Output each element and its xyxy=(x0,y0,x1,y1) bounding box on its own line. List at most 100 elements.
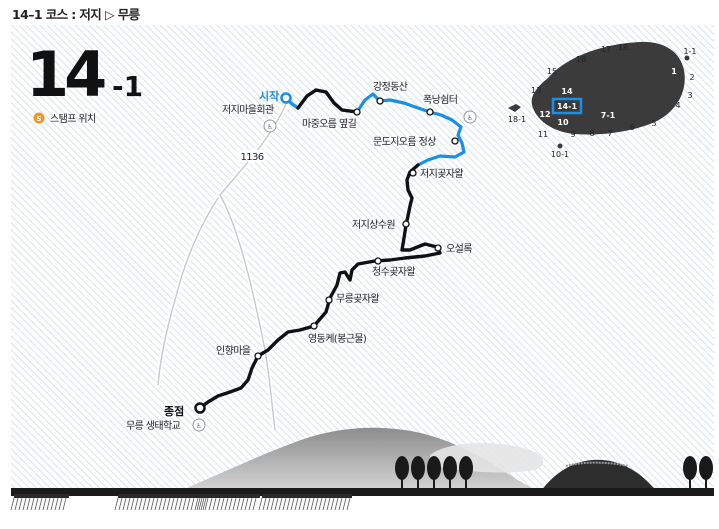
field-furrow xyxy=(310,497,315,511)
field-furrow xyxy=(278,497,283,511)
restroom-icon: ♿ xyxy=(263,119,277,133)
field-furrow xyxy=(294,497,299,511)
field-furrow xyxy=(182,497,187,511)
field-furrow xyxy=(154,497,159,511)
field-furrow xyxy=(130,497,135,511)
field-furrow xyxy=(42,497,47,511)
field-furrow xyxy=(18,497,23,511)
field-furrow xyxy=(196,497,201,511)
end-marker: 종점 무릉 생태학교 xyxy=(126,402,206,432)
field-furrow xyxy=(322,497,327,511)
inset-course-number: 4 xyxy=(675,101,680,110)
field-furrow xyxy=(198,497,203,511)
waypoint-label: 인향마을 xyxy=(216,345,251,357)
inset-current-course-label: 14-1 xyxy=(557,102,577,111)
road-label: 1136 xyxy=(240,152,263,163)
field-furrow xyxy=(58,497,63,511)
waypoint-label: 마중오름 옆길 xyxy=(302,117,357,130)
stamp-icon xyxy=(33,112,45,124)
inset-course-number: 6 xyxy=(629,123,634,132)
field-furrow xyxy=(50,497,55,511)
waypoint-label: 저지상수원 xyxy=(352,219,395,231)
field-furrow xyxy=(122,497,127,511)
road-1136: 1136 xyxy=(155,98,291,431)
field-furrow xyxy=(228,497,233,511)
inset-course-number: 11 xyxy=(538,130,548,139)
inset-course-number: 2 xyxy=(689,73,694,82)
start-marker: 시작 저지마을회관 xyxy=(222,89,292,116)
field-furrow xyxy=(302,497,307,511)
page-title: 14–1 코스 : 저지 ▷ 무릉 xyxy=(12,7,140,22)
field-furrow xyxy=(200,497,205,511)
field-furrow xyxy=(114,497,119,511)
oreum-silhouette xyxy=(538,459,662,495)
field-furrow xyxy=(314,497,319,511)
waypoint-mureung-gotjawal: 무릉곶자왈 xyxy=(325,293,380,305)
tree-trunk xyxy=(689,478,691,490)
field-furrow xyxy=(134,497,139,511)
field-furrow xyxy=(202,497,207,511)
field-furrow xyxy=(10,497,15,511)
field-furrow xyxy=(216,497,221,511)
tree-trunk xyxy=(449,478,451,490)
inset-course-number: 5 xyxy=(651,119,656,128)
inset-course-number: 12 xyxy=(539,110,550,119)
landscape-silhouette xyxy=(10,427,714,511)
field-furrow xyxy=(240,497,245,511)
field-furrow xyxy=(14,497,19,511)
tree-trunk xyxy=(705,478,707,490)
waypoint-jeoji-gotjawal: 저지곶자왈 xyxy=(409,168,464,180)
stamp-legend-label: 스탬프 위치 xyxy=(50,112,96,125)
tree-trunk xyxy=(417,478,419,490)
route-segment-black xyxy=(198,88,442,410)
field-furrow xyxy=(252,497,257,511)
field-furrow xyxy=(342,497,347,511)
waypoint-label: 청수곶자왈 xyxy=(372,266,415,278)
inset-islet xyxy=(508,104,521,112)
inset-course-number: 18-1 xyxy=(508,115,526,124)
restroom-icon: ♿ xyxy=(192,418,206,432)
start-place-label: 저지마을회관 xyxy=(222,104,274,116)
field-furrow xyxy=(46,497,51,511)
field-furrow xyxy=(194,497,199,511)
inset-course-number: 18 xyxy=(618,43,628,52)
inset-course-number: 1-1 xyxy=(683,47,696,56)
field-edge xyxy=(14,494,69,498)
inset-course-number: 8 xyxy=(589,129,594,138)
stamp-legend: S 스탬프 위치 xyxy=(33,112,96,125)
field-furrow xyxy=(142,497,147,511)
tree-icon xyxy=(683,456,697,480)
inset-course-number: 13 xyxy=(531,86,541,95)
inset-course-number: 3 xyxy=(687,91,692,100)
waypoint-mundoji: 문도지오름 정상 xyxy=(373,136,459,148)
tree-icon xyxy=(699,456,713,480)
field-furrow xyxy=(298,497,303,511)
inset-course-number: 9 xyxy=(570,130,575,139)
waypoint-label: 영동케(봉근물) xyxy=(308,333,367,345)
inset-course-number: 7-1 xyxy=(601,111,616,120)
field-furrow xyxy=(290,497,295,511)
waypoint-oseolrok: 오설록 xyxy=(434,243,473,255)
svg-text:♿: ♿ xyxy=(196,422,202,430)
inset-islet xyxy=(557,143,563,149)
field-furrow xyxy=(190,497,195,511)
inset-course-number: 10 xyxy=(557,118,569,127)
waypoint-label: 무릉곶자왈 xyxy=(336,293,379,305)
waypoint-label: 폭낭쉼터 xyxy=(423,94,457,106)
field-furrow xyxy=(204,497,209,511)
field-rows xyxy=(10,494,352,511)
course-badge: 14 -1 xyxy=(26,38,143,111)
tree-row xyxy=(395,456,713,490)
svg-text:♿: ♿ xyxy=(467,114,473,122)
waypoint-yeongdongke: 영동케(봉근물) xyxy=(308,322,368,345)
field-furrow xyxy=(274,497,279,511)
field-edge xyxy=(200,494,260,498)
waypoint-label: 저지곶자왈 xyxy=(420,168,463,180)
field-furrow xyxy=(118,497,123,511)
field-furrow xyxy=(338,497,343,511)
tree-icon xyxy=(459,456,473,480)
